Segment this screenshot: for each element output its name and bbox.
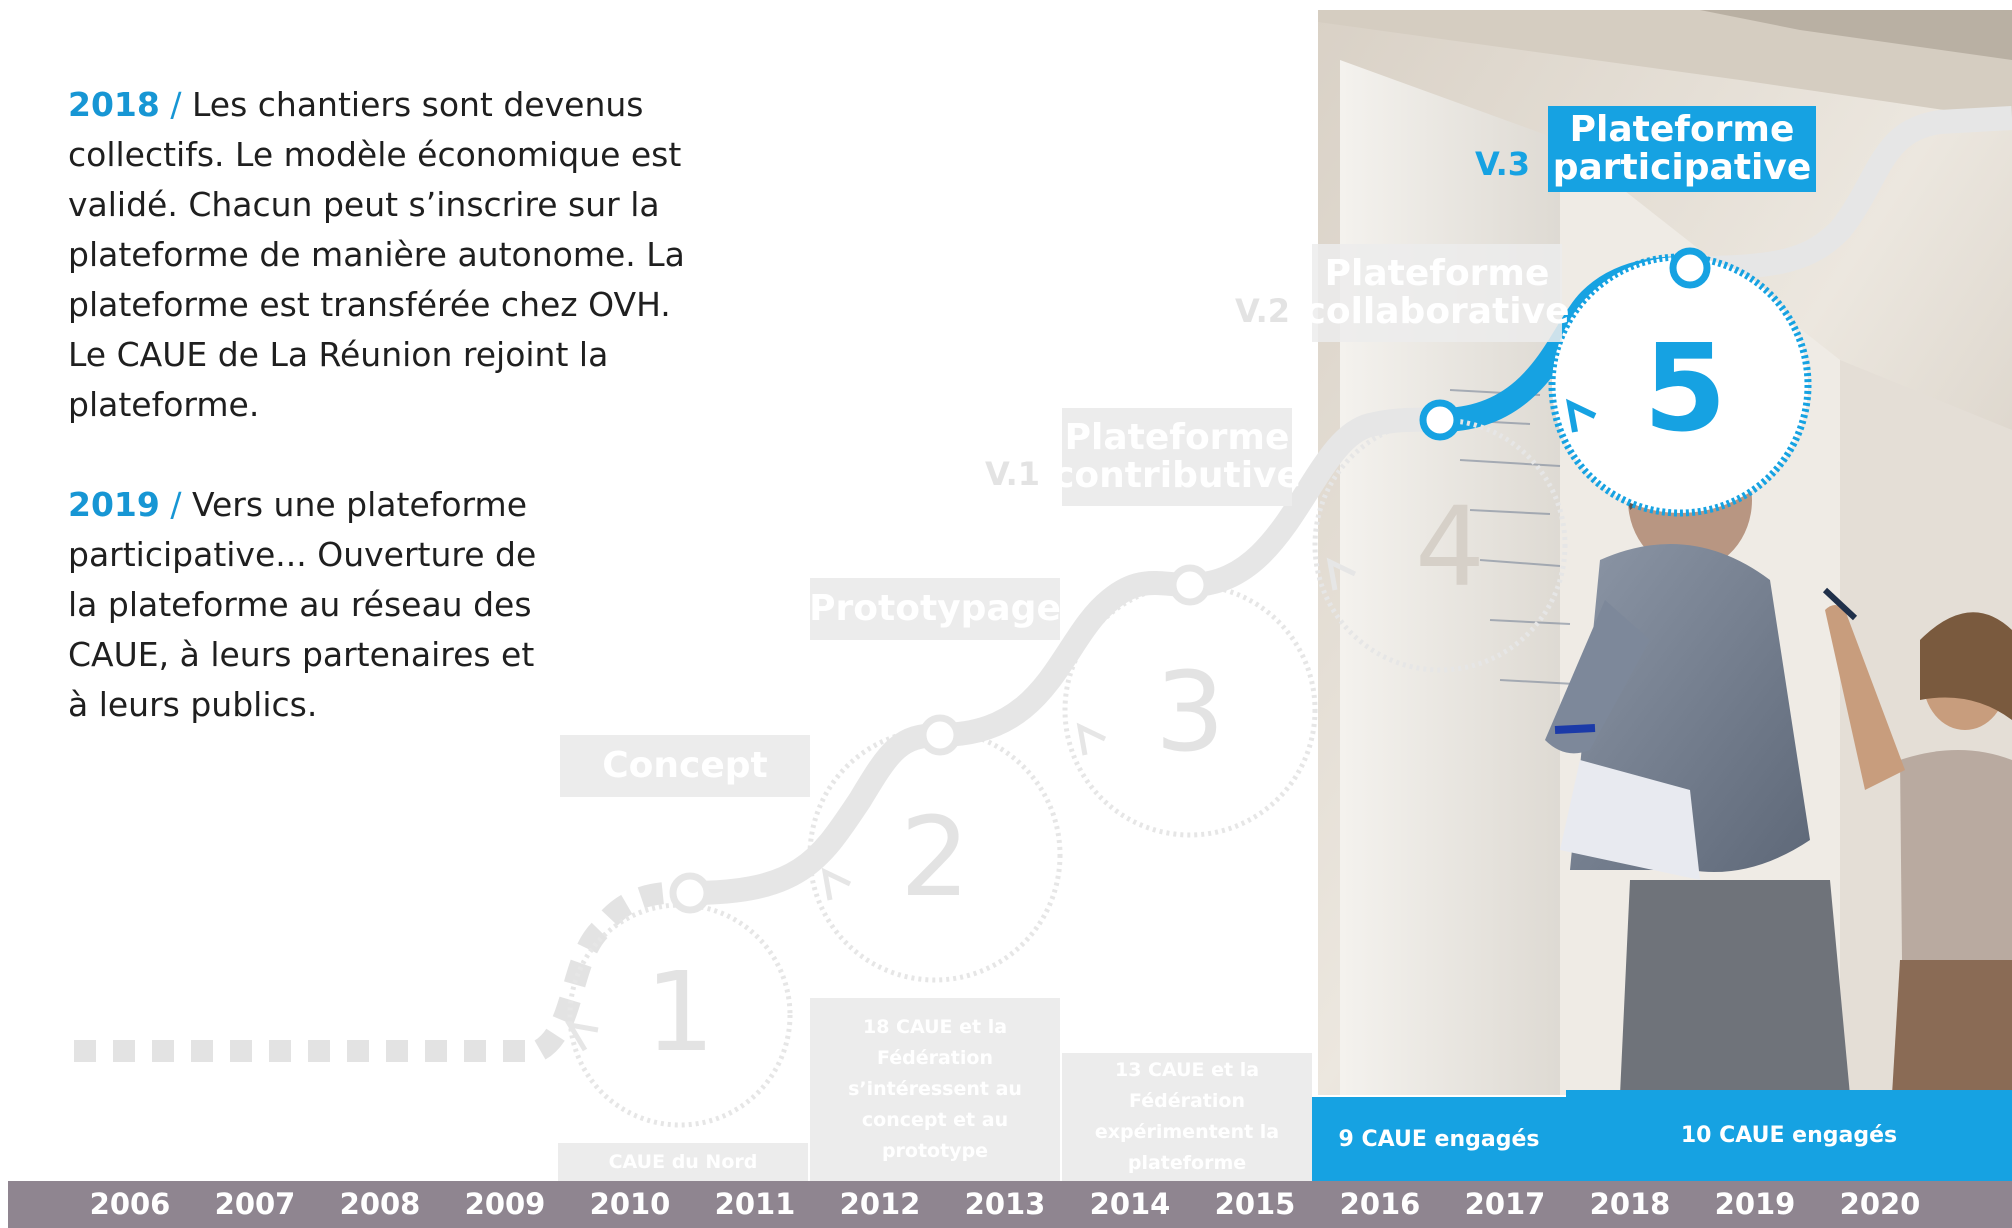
- intro-paragraph-2019: 2019 / Vers une plateforme participative…: [68, 480, 538, 730]
- stage-1-label: Concept: [602, 745, 768, 786]
- year-tick: 2012: [839, 1187, 921, 1221]
- slash-separator: /: [170, 85, 182, 124]
- stage-label-collaborative: Plateforme collaborative: [1305, 244, 1570, 342]
- intro-2018-text: Les chantiers sont devenus collectifs. L…: [68, 85, 685, 424]
- year-tick: 2009: [464, 1187, 546, 1221]
- year-tick: 2018: [1589, 1187, 1671, 1221]
- version-v3: V.3: [1475, 145, 1531, 183]
- stage-label-participative: Plateforme participative: [1548, 106, 1816, 192]
- detail-10-caue: 10 CAUE engagés: [1566, 1090, 2012, 1181]
- year-tick: 2016: [1339, 1187, 1421, 1221]
- version-v2: V.2: [1235, 292, 1291, 330]
- detail-18-caue: 18 CAUE et la Fédération s’intéressent a…: [810, 998, 1060, 1181]
- year-2018-label: 2018: [68, 85, 160, 124]
- intro-text: 2018 / Les chantiers sont devenus collec…: [68, 80, 688, 780]
- detail-caue-du-nord: CAUE du Nord: [558, 1143, 808, 1181]
- stage-number-5: 5: [1643, 320, 1727, 459]
- year-tick: 2010: [589, 1187, 671, 1221]
- stage-4-detail: 9 CAUE engagés: [1338, 1126, 1540, 1152]
- year-tick: 2019: [1714, 1187, 1796, 1221]
- slash-separator: /: [170, 485, 182, 524]
- stage-number-2: 2: [900, 793, 970, 921]
- year-tick: 2014: [1089, 1187, 1171, 1221]
- stage-4-label: Plateforme collaborative: [1304, 253, 1570, 332]
- stage-number-1: 1: [645, 948, 715, 1076]
- year-tick: 2013: [964, 1187, 1046, 1221]
- stage-label-contributive: Plateforme contributive: [1053, 408, 1301, 506]
- dashed-lead-in: [74, 1040, 525, 1062]
- year-tick: 2006: [89, 1187, 171, 1221]
- stage-5-detail: 10 CAUE engagés: [1680, 1123, 1898, 1148]
- detail-13-caue: 13 CAUE et la Fédération expérimentent l…: [1062, 1053, 1312, 1181]
- year-axis: 2006 2007 2008 2009 2010 2011 2012 2013 …: [8, 1181, 2012, 1228]
- year-tick: 2007: [214, 1187, 296, 1221]
- year-tick: 2020: [1839, 1187, 1921, 1221]
- stage-2-detail: 18 CAUE et la Fédération s’intéressent a…: [848, 1016, 1022, 1162]
- stage-number-4: 4: [1415, 483, 1485, 611]
- intro-2019-text: Vers une plateforme participative... Ouv…: [68, 485, 537, 724]
- version-v1: V.1: [985, 455, 1041, 493]
- stage-label-concept: Concept: [560, 735, 810, 797]
- stage-5-label: Plateforme participative: [1552, 109, 1812, 188]
- stage-1-detail: CAUE du Nord: [608, 1150, 758, 1173]
- year-tick: 2011: [714, 1187, 796, 1221]
- year-2019-label: 2019: [68, 485, 160, 524]
- stage-number-3: 3: [1155, 648, 1225, 776]
- stage-label-prototypage: Prototypage: [809, 578, 1061, 640]
- stage-2-label: Prototypage: [809, 588, 1061, 629]
- year-tick: 2008: [339, 1187, 421, 1221]
- intro-paragraph-2018: 2018 / Les chantiers sont devenus collec…: [68, 80, 688, 430]
- year-tick: 2017: [1464, 1187, 1546, 1221]
- stage-3-label: Plateforme contributive: [1053, 417, 1301, 496]
- year-tick: 2015: [1214, 1187, 1296, 1221]
- detail-9-caue: 9 CAUE engagés: [1312, 1097, 1566, 1181]
- stage-3-detail: 13 CAUE et la Fédération expérimentent l…: [1094, 1059, 1280, 1174]
